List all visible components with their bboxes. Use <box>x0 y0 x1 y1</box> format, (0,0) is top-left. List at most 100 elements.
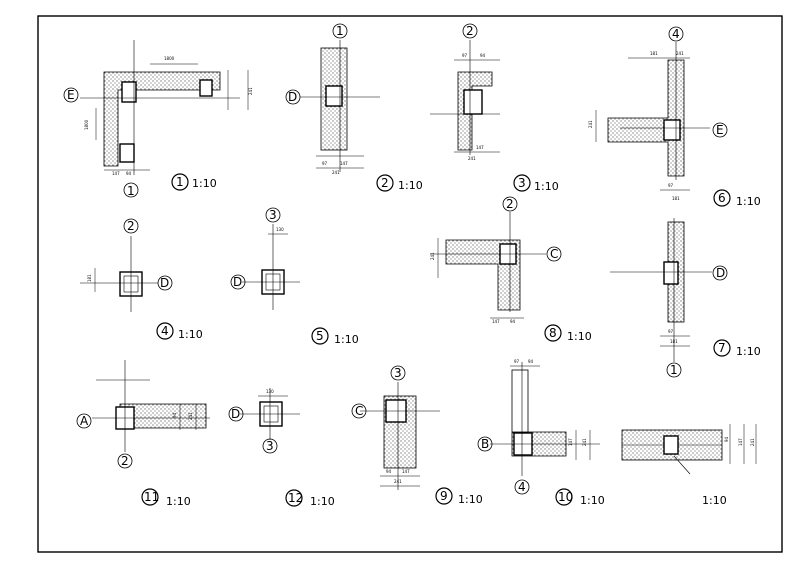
d9-scale: 1:10 <box>458 493 483 506</box>
detail-11: 94 241 A 2 11 1:10 <box>76 360 210 508</box>
d10-dim-4: 241 <box>582 438 587 446</box>
d9-axis-3: 3 <box>394 366 402 380</box>
d11-scale: 1:10 <box>166 495 191 508</box>
d6-dim-1: 181 <box>650 51 658 56</box>
d6-dim-3: 241 <box>588 120 593 128</box>
d3-axis-2: 2 <box>466 24 474 38</box>
d5-dim-1: 130 <box>276 227 284 232</box>
detail-8: 241 147 94 2 C 8 1:10 <box>430 196 592 343</box>
d10-dim-2: 94 <box>528 359 534 364</box>
d12-dim-1: 130 <box>266 389 274 394</box>
d9-dim-4: 241 <box>394 479 402 484</box>
d2-dim-1: 97 <box>322 161 328 166</box>
d1-axis-1: 1 <box>127 184 135 198</box>
d6-number: 6 <box>718 191 726 205</box>
d5-number: 5 <box>316 329 324 343</box>
d6-axis-e: E <box>716 123 724 137</box>
d2-axis-1: 1 <box>336 24 344 38</box>
d10-number: 10 <box>558 490 573 504</box>
d3-number: 3 <box>518 176 526 190</box>
d4-axis-d: D <box>160 276 169 290</box>
detail-2: 97 147 241 1 D 2 1:10 <box>285 23 423 192</box>
d7-axis-d: D <box>716 266 725 280</box>
d12-scale: 1:10 <box>310 495 335 508</box>
d13-dim-2: 147 <box>738 438 743 446</box>
d4-number: 4 <box>161 324 169 338</box>
d11-axis-a: A <box>80 414 89 428</box>
d7-dim-2: 181 <box>670 339 678 344</box>
d4-axis-2: 2 <box>127 219 135 233</box>
d12-number: 12 <box>288 491 303 505</box>
d11-dim-1: 94 <box>172 412 177 418</box>
d11-number: 11 <box>144 490 159 504</box>
detail-9: 94 147 241 3 C 9 1:10 <box>351 365 483 506</box>
d8-number: 8 <box>549 326 557 340</box>
d9-dim-2: 94 <box>386 469 392 474</box>
d2-number: 2 <box>381 176 389 190</box>
detail-7: 97 181 D 1 7 1:10 <box>610 218 761 378</box>
d1-dim-4: 94 <box>126 171 132 176</box>
detail-3: 97 94 147 241 2 3 1:10 <box>430 23 559 193</box>
d12-axis-3: 3 <box>266 439 274 453</box>
d8-dim-2: 147 <box>492 319 500 324</box>
d1-dim-5: 241 <box>248 87 253 95</box>
d7-axis-1: 1 <box>670 363 678 377</box>
d11-axis-2: 2 <box>121 454 129 468</box>
d7-number: 7 <box>718 341 726 355</box>
d8-axis-c: C <box>550 247 558 261</box>
d3-dim-3: 147 <box>476 145 484 150</box>
d9-axis-c: C <box>355 404 363 418</box>
d5-scale: 1:10 <box>334 333 359 346</box>
d3-dim-2: 94 <box>480 53 486 58</box>
d10-axis-4: 4 <box>518 480 526 494</box>
d6-dim-2: 241 <box>676 51 684 56</box>
d7-scale: 1:10 <box>736 345 761 358</box>
d8-scale: 1:10 <box>567 330 592 343</box>
d6-dim-5: 181 <box>672 196 680 201</box>
d10-axis-b: B <box>481 437 489 451</box>
d10-scale: 1:10 <box>580 494 605 507</box>
d2-scale: 1:10 <box>398 179 423 192</box>
detail-6: 181 241 241 97 181 4 E 6 1:10 <box>588 26 761 208</box>
d13-scale: 1:10 <box>702 494 727 507</box>
d9-number: 9 <box>440 489 448 503</box>
detail-1: 1800 1800 147 94 241 1 E 1 1:10 <box>63 40 253 198</box>
d1-dim-3: 147 <box>112 171 120 176</box>
d13-dim-3: 241 <box>750 438 755 446</box>
d2-dim-3: 241 <box>332 170 340 175</box>
d1-dim-2: 1800 <box>84 119 89 130</box>
detail-10: 97 94 147 241 B 4 10 1:10 <box>477 359 605 507</box>
d4-dim-1: 181 <box>87 274 92 282</box>
d7-dim-1: 97 <box>668 329 674 334</box>
d13-dim-1: 94 <box>724 436 729 442</box>
d1-axis-e: E <box>67 88 75 102</box>
d1-number: 1 <box>176 175 184 189</box>
d8-dim-1: 241 <box>430 252 435 260</box>
d5-axis-d: D <box>233 275 242 289</box>
d10-dim-3: 147 <box>568 438 573 446</box>
d5-axis-3: 3 <box>269 208 277 222</box>
detail-4: 181 2 D 4 1:10 <box>80 218 203 341</box>
d3-scale: 1:10 <box>534 180 559 193</box>
d8-dim-3: 94 <box>510 319 516 324</box>
detail-12: 130 D 3 12 1:10 <box>228 388 335 508</box>
d6-axis-4: 4 <box>672 27 680 41</box>
d6-dim-4: 97 <box>668 183 674 188</box>
d1-dim-1: 1800 <box>164 56 175 61</box>
detail-13: 94 147 241 1:10 <box>621 424 757 507</box>
d3-dim-1: 97 <box>462 53 468 58</box>
sheet-border <box>37 15 783 553</box>
d1-scale: 1:10 <box>192 177 217 190</box>
d10-dim-1: 97 <box>514 359 520 364</box>
d4-scale: 1:10 <box>178 328 203 341</box>
d2-dim-2: 147 <box>340 161 348 166</box>
d12-axis-d: D <box>231 407 240 421</box>
d2-axis-d: D <box>288 90 297 104</box>
detail-5: 130 3 D 5 1:10 <box>230 207 359 346</box>
d8-axis-2: 2 <box>506 197 514 211</box>
d3-dim-4: 241 <box>468 156 476 161</box>
d11-dim-3: 241 <box>188 412 193 420</box>
d9-dim-3: 147 <box>402 469 410 474</box>
d6-scale: 1:10 <box>736 195 761 208</box>
